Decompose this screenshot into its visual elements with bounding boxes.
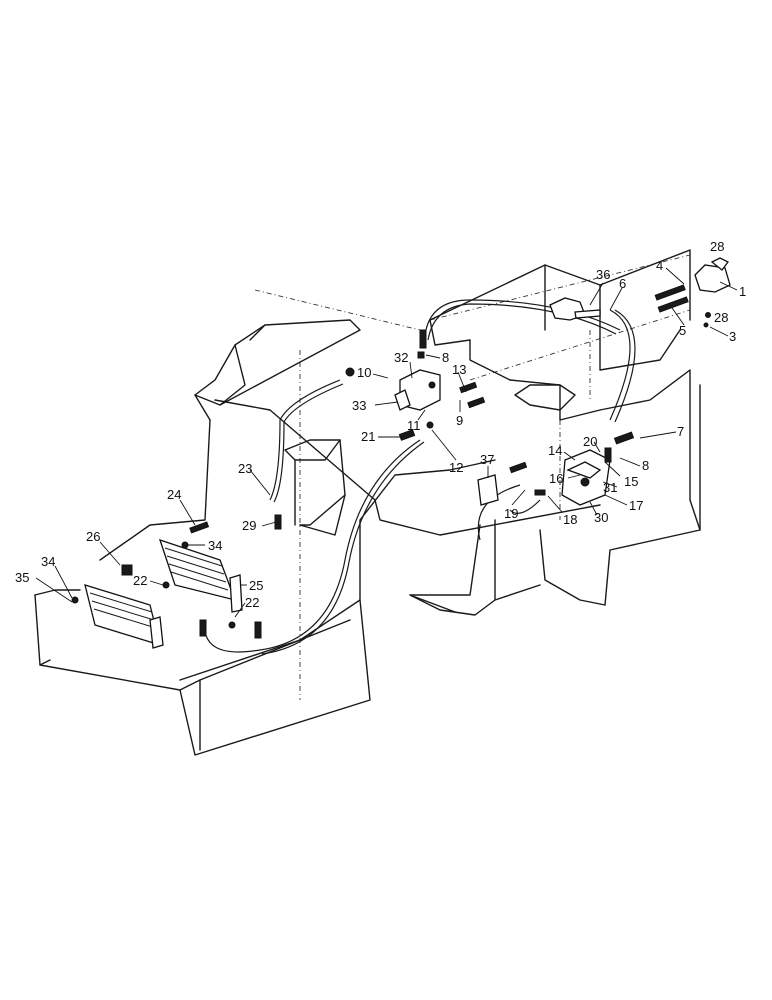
callout-19: 19 bbox=[504, 506, 518, 521]
callout-35: 35 bbox=[15, 570, 29, 585]
filter-block-37 bbox=[477, 474, 499, 506]
callout-29: 29 bbox=[242, 518, 256, 533]
callout-labels: 1 3 4 5 6 7 8 8 9 10 11 12 13 14 15 16 1… bbox=[15, 239, 746, 610]
callout-31: 31 bbox=[603, 480, 617, 495]
callout-21: 21 bbox=[361, 429, 375, 444]
callout-22-right: 22 bbox=[245, 595, 259, 610]
callout-28-right: 28 bbox=[714, 310, 728, 325]
callout-12: 12 bbox=[449, 460, 463, 475]
callout-34-left: 34 bbox=[41, 554, 55, 569]
callout-33: 33 bbox=[352, 398, 366, 413]
oil-cooler-front bbox=[84, 584, 164, 649]
callout-37: 37 bbox=[480, 452, 494, 467]
callout-5: 5 bbox=[679, 323, 686, 338]
callout-15: 15 bbox=[624, 474, 638, 489]
callout-20: 20 bbox=[583, 434, 597, 449]
callout-28-top: 28 bbox=[710, 239, 724, 254]
callout-26: 26 bbox=[86, 529, 100, 544]
valve-block-32 bbox=[394, 369, 441, 411]
cylinder-36 bbox=[549, 297, 601, 321]
motor-assembly-1 bbox=[694, 257, 731, 293]
oil-cooler-25 bbox=[158, 538, 243, 613]
callout-23: 23 bbox=[238, 461, 252, 476]
callout-14: 14 bbox=[548, 443, 562, 458]
callout-7: 7 bbox=[677, 424, 684, 439]
callout-1: 1 bbox=[739, 284, 746, 299]
callout-30: 30 bbox=[594, 510, 608, 525]
callout-18: 18 bbox=[563, 512, 577, 527]
callout-10: 10 bbox=[357, 365, 371, 380]
callout-4: 4 bbox=[656, 258, 663, 273]
callout-17: 17 bbox=[629, 498, 643, 513]
callout-6: 6 bbox=[619, 276, 626, 291]
callout-13: 13 bbox=[452, 362, 466, 377]
callout-36: 36 bbox=[596, 267, 610, 282]
leader-lines bbox=[35, 267, 738, 618]
callout-34-right: 34 bbox=[208, 538, 222, 553]
fittings bbox=[71, 284, 711, 639]
callout-24: 24 bbox=[167, 487, 181, 502]
callout-11: 11 bbox=[407, 418, 421, 433]
pump-assembly-16 bbox=[561, 449, 611, 506]
machine-frame bbox=[34, 249, 701, 756]
callout-25: 25 bbox=[249, 578, 263, 593]
callout-8-lower: 8 bbox=[642, 458, 649, 473]
callout-9: 9 bbox=[456, 413, 463, 428]
callout-16: 16 bbox=[549, 471, 563, 486]
callout-22-left: 22 bbox=[133, 573, 147, 588]
callout-3: 3 bbox=[729, 329, 736, 344]
callout-8-upper: 8 bbox=[442, 350, 449, 365]
callout-32: 32 bbox=[394, 350, 408, 365]
